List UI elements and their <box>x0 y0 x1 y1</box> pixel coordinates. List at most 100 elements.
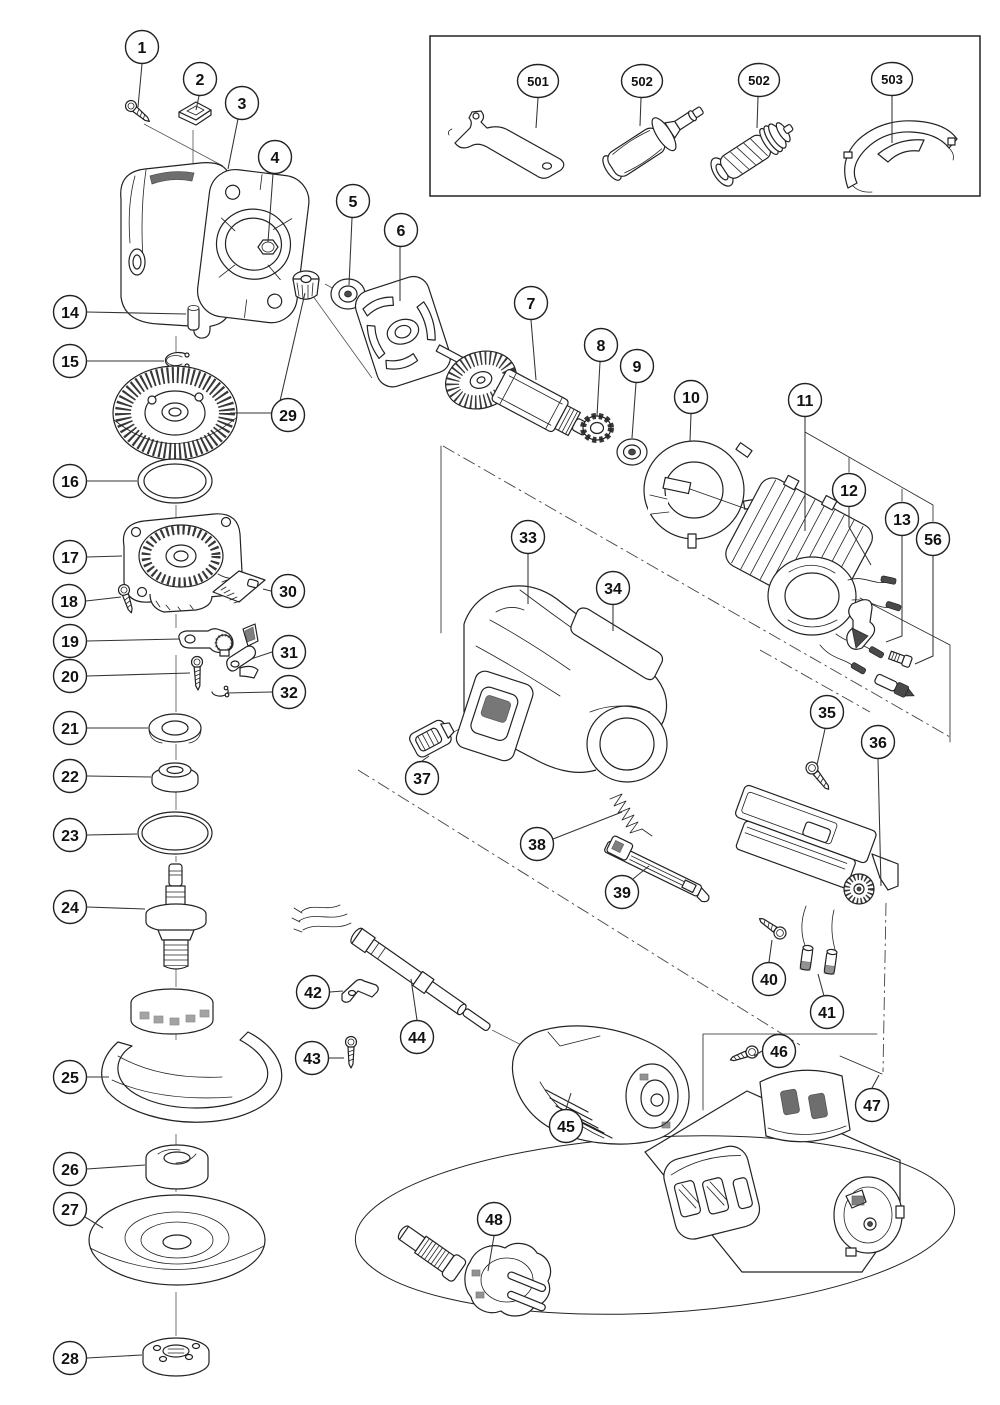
callout-43-screw: 43 <box>294 1040 344 1076</box>
leader-line <box>84 1216 104 1229</box>
callout-number: 24 <box>61 900 79 917</box>
armature-drawing <box>435 344 590 437</box>
callout-balloon <box>604 874 640 910</box>
callout-28-wheel-nut: 28 <box>52 1340 143 1376</box>
callout-10-fan-guide: 10 <box>673 379 709 442</box>
callout-number: 21 <box>61 721 79 738</box>
power-plug-drawing <box>397 1225 552 1317</box>
callout-number: 17 <box>61 550 79 567</box>
callout-number: 7 <box>527 296 536 313</box>
callout-33-housing: 33 <box>510 519 546 604</box>
fan-guide-drawing <box>643 440 761 549</box>
brush-holder-drawing <box>846 599 915 698</box>
callout-number: 47 <box>863 1098 881 1115</box>
callout-34-nameplate: 34 <box>595 570 631 631</box>
callout-balloon <box>595 570 631 606</box>
bevel-gear-drawing <box>112 365 238 461</box>
callout-30-brake-spring: 30 <box>262 573 306 609</box>
nut-drawing <box>257 239 279 255</box>
callout-number: 46 <box>770 1044 788 1061</box>
leader-line <box>86 311 187 315</box>
callout-number: 45 <box>557 1119 575 1136</box>
callout-balloon <box>270 573 306 609</box>
callout-503-wheel-guard-accessory: 503 <box>870 61 914 143</box>
callout-number: 5 <box>349 194 358 211</box>
callout-number: 14 <box>61 305 79 322</box>
callout-number: 44 <box>408 1030 426 1047</box>
e-ring-drawing <box>211 685 230 698</box>
stator-drawing <box>725 474 902 675</box>
screw-1-drawing <box>124 99 150 123</box>
callout-number: 48 <box>485 1212 503 1229</box>
ring-16-drawing <box>137 458 213 504</box>
callout-balloon <box>619 348 655 384</box>
wheel-washer-drawing <box>145 1144 209 1190</box>
callout-25-wheel-guard: 25 <box>52 1059 109 1095</box>
callout-balloon <box>52 539 88 575</box>
rubber-plate-drawing <box>354 275 451 388</box>
callout-6-rubber-plate: 6 <box>383 212 419 301</box>
callout-number: 23 <box>61 828 79 845</box>
tail-cover-drawing <box>512 1025 690 1145</box>
leader-line <box>816 728 826 766</box>
callout-number: 15 <box>61 354 79 371</box>
callout-number: 40 <box>760 972 778 989</box>
leader-line <box>250 651 273 660</box>
callout-balloon <box>124 29 160 65</box>
callout-number: 29 <box>279 408 297 425</box>
callout-balloon <box>761 1033 797 1069</box>
leader-line <box>565 1092 572 1110</box>
leader-line <box>227 118 239 170</box>
callout-number: 36 <box>869 735 887 752</box>
callout-number: 38 <box>528 837 546 854</box>
callout-501-wrench: 501 <box>516 63 560 129</box>
callout-balloon <box>294 1040 330 1076</box>
callout-number: 32 <box>280 685 298 702</box>
leader-line <box>279 292 306 402</box>
rubber-ring-drawing <box>137 811 213 855</box>
bearing-holder-drawing <box>122 513 243 613</box>
callout-17-bearing-holder: 17 <box>52 539 123 575</box>
callout-38-spring: 38 <box>519 811 623 862</box>
callout-balloon <box>787 382 823 418</box>
wheel-nut-drawing <box>142 1337 210 1377</box>
callout-number: 20 <box>61 669 79 686</box>
switch-drawing <box>735 784 899 954</box>
callout-balloon <box>51 583 87 619</box>
callout-balloon <box>52 623 88 659</box>
felt-ring-drawing <box>148 713 202 744</box>
callout-number: 26 <box>61 1162 79 1179</box>
leader-line <box>596 361 601 417</box>
side-handle-ribbed-drawing <box>710 122 794 187</box>
callout-47-tail-cover-assembly: 47 <box>854 1074 890 1123</box>
leader-line <box>86 833 138 836</box>
leader-line <box>753 1050 763 1057</box>
callout-balloon <box>673 379 709 415</box>
tail-cover-assembly-drawing <box>663 1069 905 1257</box>
callout-number: 39 <box>613 885 631 902</box>
callout-number: 42 <box>304 985 322 1002</box>
callout-number: 4 <box>271 150 280 167</box>
callout-balloon <box>52 1340 88 1376</box>
callout-number: 8 <box>597 338 606 355</box>
leader-line <box>914 556 934 665</box>
callout-number: 501 <box>527 74 549 89</box>
callout-balloon <box>52 1191 88 1227</box>
bearing-9-drawing <box>616 438 648 466</box>
leader-line <box>329 990 344 993</box>
leader-line <box>487 1235 495 1272</box>
callout-balloon <box>519 826 555 862</box>
callout-balloon <box>620 63 664 99</box>
callout-balloon <box>513 285 549 321</box>
slide-bar-drawing <box>604 835 710 903</box>
lock-lever-drawing <box>178 628 234 657</box>
leader-line <box>86 1354 143 1359</box>
leader-line <box>632 865 650 880</box>
callout-number: 10 <box>682 390 700 407</box>
callout-number: 19 <box>61 634 79 651</box>
callout-number: 31 <box>280 645 298 662</box>
callout-number: 2 <box>196 72 205 89</box>
callout-number: 43 <box>303 1051 321 1068</box>
